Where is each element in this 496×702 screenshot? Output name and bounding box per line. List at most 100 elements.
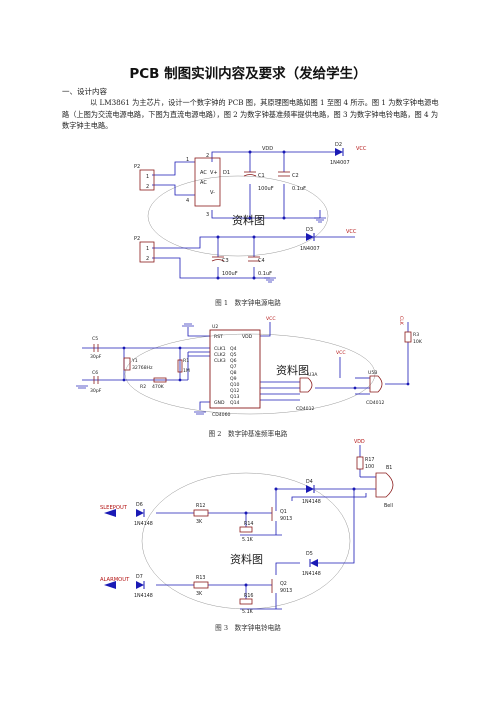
figure-1-power-circuit: P2 1 2 P2 1 2 D1 AC AC V+ V- 1 2 3 4 VDD… [134,142,367,283]
pin-q12: Q12 [230,388,240,394]
figure-1-parts [139,157,290,263]
node-2: 2 [206,153,209,159]
label-d4-part: 1N4148 [302,499,321,505]
label-c3: C3 [222,258,229,264]
pin-1-top: 1 [146,174,149,180]
label-c5: C5 [92,336,98,342]
figure-2-frequency-circuit: U2 RST VDD CLK1 CLK2 CLK3 Q4 Q5 Q6 Q7 Q8… [76,316,423,418]
label-p2-bottom: P2 [134,236,140,242]
label-c2-value: 0.1uF [292,186,306,192]
section-heading: 一、设计内容 [62,87,107,96]
pin-q7: Q7 [230,364,237,370]
label-vcc-bottom: VCC [346,229,357,235]
pin-q14: Q14 [230,400,240,406]
watermark-fig1: 资料图 [232,213,265,227]
r16-resistor [239,598,253,605]
label-cd4012-a: CD4012 [296,406,315,412]
label-vcc-gate: VCC [336,350,346,356]
label-bell: Bell [384,503,393,509]
figure-2-junctions [122,346,410,390]
label-u5b: U5B [368,370,377,376]
node-3: 3 [206,212,209,218]
label-cd4060: CD4060 [212,412,231,418]
label-c5-value: 30pF [90,354,102,360]
pin-2-top: 2 [146,184,149,190]
figure-2-highlight-ellipse [124,333,376,415]
pin-clk2: CLK2 [214,352,226,358]
figure-2-ground-symbols [76,323,206,415]
label-d5-part: 1N4148 [302,571,321,577]
label-r14-value: 5.1K [242,537,254,543]
label-ac1: AC [200,170,207,176]
label-u3a: U3A [308,372,318,378]
label-vdd: VDD [354,439,365,445]
figure-1-caption: 图 1 数字钟电源电路 [215,299,281,307]
label-d6-part: 1N4148 [134,521,153,527]
signal-sleepout: SLEEPOUT [100,505,128,511]
figure-1-ground-symbols [264,217,326,283]
figure-3-bell-circuit: VDD R17 100 B1 Bell D4 1N4148 D5 1N4148 … [100,439,394,615]
pin-vdd: VDD [242,334,253,340]
pin-q10: Q10 [230,382,240,388]
label-r12: R12 [196,503,205,509]
pin-q9: Q9 [230,376,237,382]
label-r1-value: 1M [183,368,190,374]
label-r2-value: 470K [152,384,165,390]
label-r14: R14 [244,521,253,527]
label-d5: D5 [306,551,313,557]
figure-1-junctions [216,150,286,280]
label-r17: R17 [365,457,374,463]
label-vdd: VDD [262,146,273,152]
label-r12-value: 3K [196,519,203,525]
pin-1-bottom: 1 [146,246,149,252]
figure-3-junctions [244,487,356,587]
label-u2: U2 [212,324,218,330]
label-q2: Q2 [280,581,287,587]
label-y1: Y1 [131,358,138,364]
figure-3-diodes [104,485,318,589]
pin-q4: Q4 [230,346,237,352]
label-clk-net: CLK [398,316,404,326]
label-ac2: AC [200,180,207,186]
label-d7: D7 [136,574,143,580]
label-q1: Q1 [280,509,287,515]
r17-resistor [356,456,364,470]
label-r16-value: 5.1K [242,609,254,615]
label-d2: D2 [335,142,342,148]
label-vplus: V+ [210,170,218,176]
figure-2-wires [82,322,409,410]
intro-paragraph: 以 LM3861 为主芯片，设计一个数字钟的 PCB 图，其原理图电路如图 1 … [62,98,439,130]
label-d2-part: 1N4007 [330,160,350,166]
pin-clk3: CLK3 [214,358,226,364]
signal-alarmout: ALARMOUT [100,577,130,583]
label-r2: R2 [140,384,146,390]
signal-arrow-2 [104,581,116,589]
label-d4: D4 [306,479,313,485]
watermark-fig3: 资料图 [230,552,263,566]
label-cd4012-b: CD4012 [366,400,385,406]
figure-2-parts [93,331,412,393]
r12-resistor [193,509,209,517]
pin-rst: RST [214,334,223,340]
r14-resistor [239,526,253,533]
figure-1-highlight-ellipse [147,175,329,257]
figure-2-caption: 图 2 数字钟基准频率电路 [208,430,288,438]
label-r17-value: 100 [365,464,374,470]
b1-bell [375,472,394,498]
label-d1: D1 [223,170,230,176]
r13-resistor [193,581,209,589]
figure-3-parts [193,456,394,605]
label-vcc-top: VCC [356,146,367,152]
label-r16: R16 [244,593,253,599]
r1-resistor [177,359,183,373]
signal-arrow-1 [104,509,116,517]
p2-connector-top [139,169,155,191]
pin-q6: Q6 [230,358,237,364]
label-r13: R13 [196,575,205,581]
watermark-fig2: 资料图 [276,363,309,377]
y1-crystal [123,357,131,371]
label-c2: C2 [292,173,299,179]
pin-2-bottom: 2 [146,256,149,262]
label-r1: R1 [183,358,189,364]
r2-resistor [153,377,167,383]
